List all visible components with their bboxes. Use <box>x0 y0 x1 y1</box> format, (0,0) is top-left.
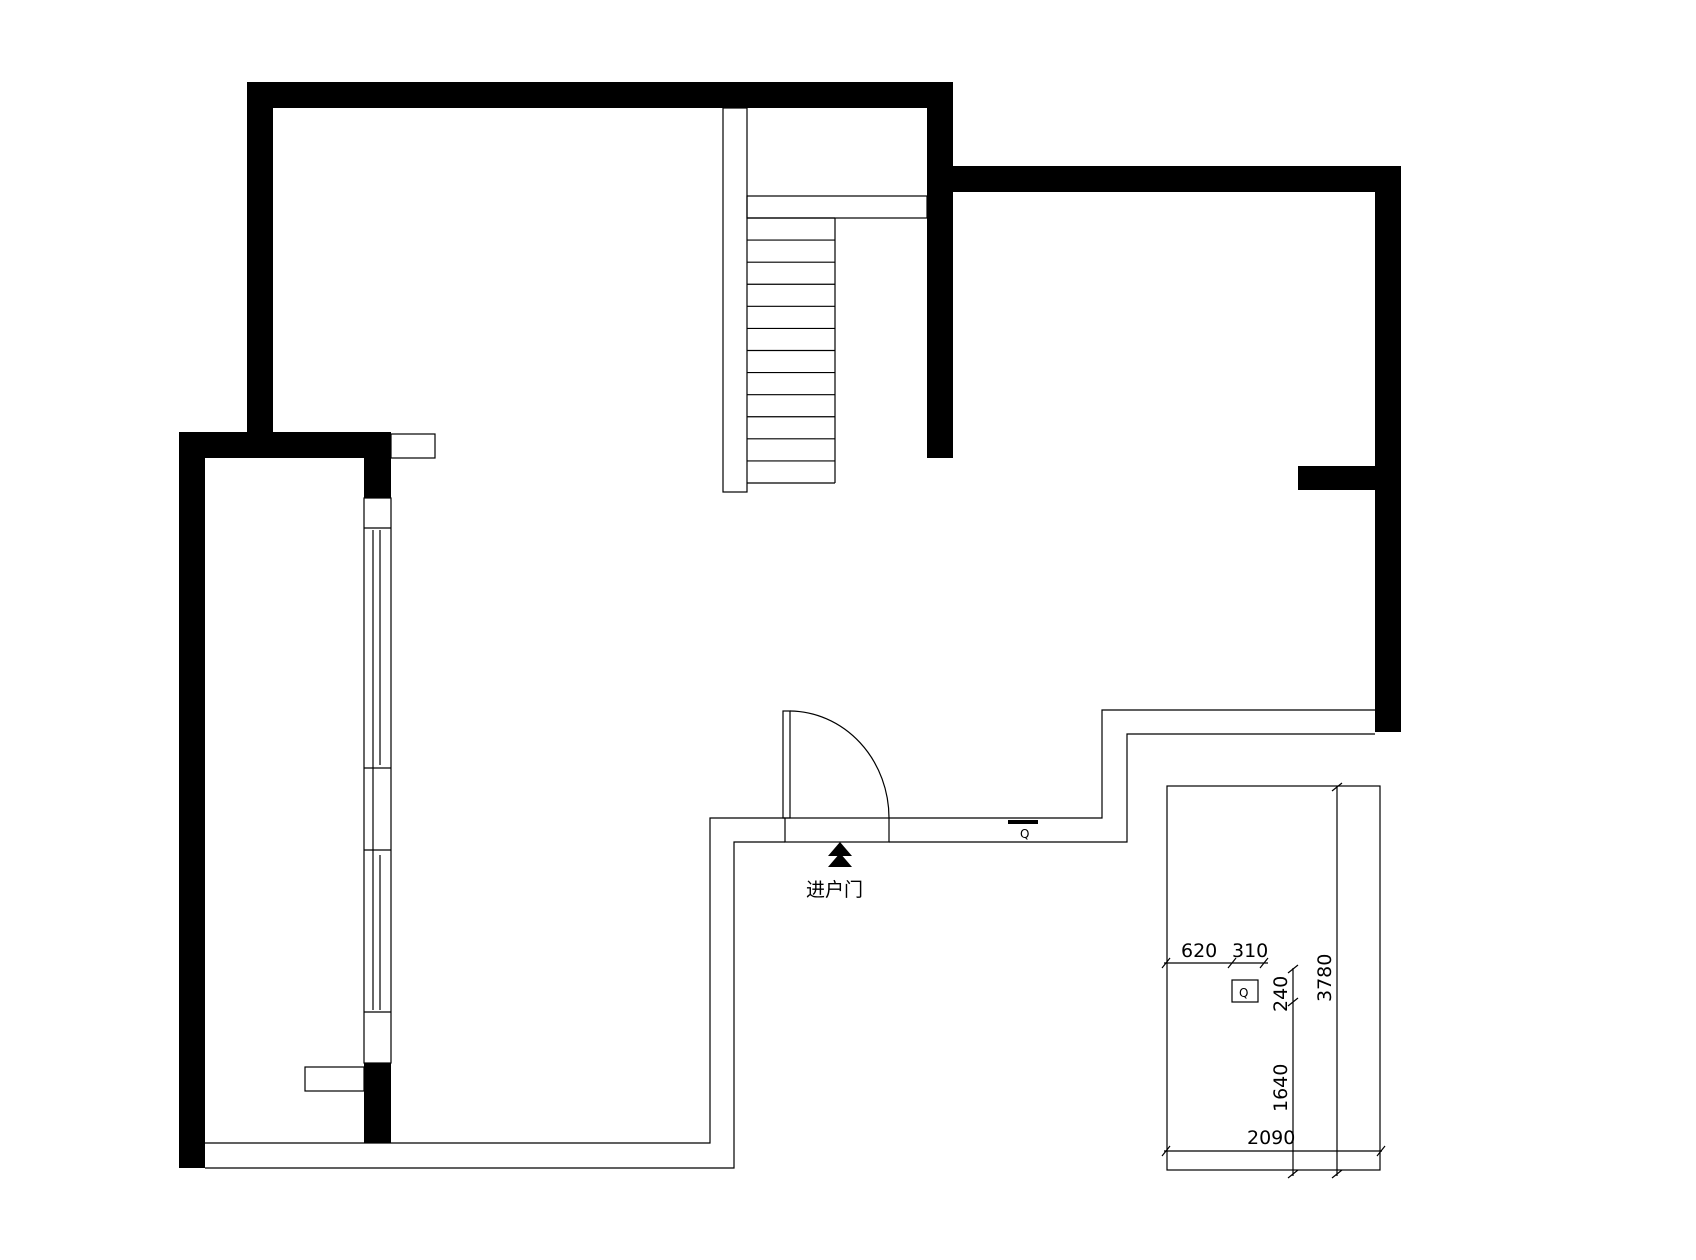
stair-landing <box>746 195 928 219</box>
tick-3 <box>1259 957 1269 969</box>
wall-top-right <box>927 166 1401 192</box>
door-leaf <box>782 710 791 819</box>
dim-3780: 3780 <box>1314 954 1336 1002</box>
wall-top-left <box>247 82 953 108</box>
tick-6 <box>1331 782 1343 792</box>
entrance-door-label: 进户门 <box>806 879 863 901</box>
lower-wall-outer-line <box>889 733 1375 843</box>
dim-310: 310 <box>1232 940 1268 962</box>
door-swing-arc <box>789 710 890 819</box>
staircase <box>722 107 928 493</box>
entrance-arrow-icon-2 <box>828 853 852 867</box>
wall-inner-column-top <box>364 432 391 498</box>
lower-wall-inner-line <box>889 709 1375 819</box>
entrance-arrow-icon <box>828 842 852 856</box>
wall-left-outer <box>179 432 205 1168</box>
tick-9 <box>1287 1169 1299 1179</box>
tick-10 <box>1331 1169 1343 1179</box>
detail-meter-symbol: Q <box>1239 986 1248 1000</box>
tick-7 <box>1287 997 1299 1007</box>
tick-8 <box>1287 964 1299 974</box>
dim-240: 240 <box>1270 976 1292 1012</box>
dim-620: 620 <box>1181 940 1217 962</box>
window-left <box>363 497 392 1064</box>
meter-detail: Q 620 310 2090 3780 240 1640 <box>1161 782 1386 1179</box>
meter-symbol: Q <box>1020 827 1029 841</box>
wall-inner-column-bottom <box>364 1063 391 1143</box>
tick-1 <box>1161 957 1171 969</box>
tick-2 <box>1227 957 1237 969</box>
stair-stringer <box>722 107 748 493</box>
wall-left-ledge <box>179 432 391 458</box>
dim-2090: 2090 <box>1247 1127 1295 1149</box>
entrance-door: 进户门 <box>782 710 890 901</box>
window-frame <box>363 497 392 1064</box>
wall-right-outer <box>1375 166 1401 732</box>
detail-frame <box>1166 785 1381 1171</box>
exterior-walls <box>179 82 1401 1168</box>
detail-meter-box <box>1231 979 1259 1003</box>
gas-meter: Q <box>1008 820 1038 841</box>
window-ledge-bottom <box>304 1066 365 1092</box>
tick-5 <box>1376 1145 1386 1157</box>
bottom-wall-outer-line <box>205 841 785 1169</box>
door-threshold <box>784 817 890 843</box>
wall-left-upper <box>247 82 273 440</box>
bottom-wall-inner-line <box>205 817 785 1144</box>
wall-center-vertical <box>927 82 953 458</box>
tick-4 <box>1161 1145 1171 1157</box>
partition-lines <box>205 433 1375 1169</box>
wall-right-stub <box>1298 466 1378 490</box>
window-ledge-top <box>390 433 436 459</box>
dim-1640: 1640 <box>1270 1064 1292 1112</box>
